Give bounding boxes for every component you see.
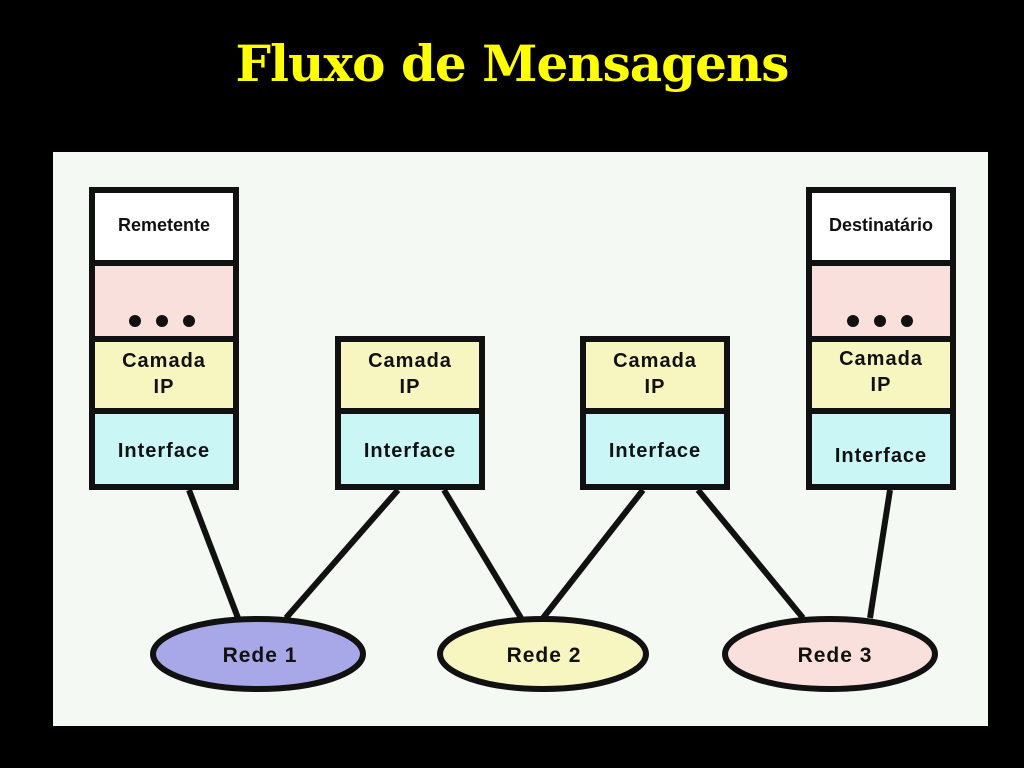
- router2-ip-label-2: IP: [645, 376, 666, 398]
- sender-interface-layer: [95, 414, 233, 484]
- receiver-stack: Destinatário Camada IP Interface: [806, 187, 956, 490]
- connector-lines: [186, 488, 893, 620]
- receiver-ip-label-1: Camada: [839, 348, 923, 370]
- sender-ip-label-1: Camada: [122, 350, 206, 372]
- router1-interface-label: Interface: [364, 440, 456, 462]
- router2-interface-label: Interface: [609, 440, 701, 462]
- receiver-app-layer: [812, 193, 950, 260]
- router2-interface-layer: [586, 414, 724, 484]
- router1-interface-layer: [341, 414, 479, 484]
- receiver-ip-label-2: IP: [871, 374, 892, 396]
- sender-stack: Remetente Camada IP Interface: [89, 187, 239, 490]
- rede1-ellipse: [150, 616, 366, 692]
- link-router2-rede2: [540, 488, 646, 620]
- sender-dots-icon: [129, 315, 195, 327]
- router1-ip-label-1: Camada: [368, 350, 452, 372]
- sender-ip-label-2: IP: [154, 376, 175, 398]
- network-flow-diagram: Remetente Camada IP Interface Camada IP …: [89, 187, 956, 692]
- receiver-interface-label: Interface: [835, 445, 927, 467]
- router2-ip-label-1: Camada: [613, 350, 697, 372]
- diagram-canvas: Remetente Camada IP Interface Camada IP …: [53, 152, 988, 726]
- link-receiver-rede3: [867, 489, 893, 619]
- link-router2-rede3: [695, 488, 806, 620]
- rede1-label: Rede 1: [223, 644, 298, 667]
- rede3-ellipse: [722, 616, 938, 692]
- router2-ip-layer: [586, 342, 724, 408]
- router2-stack: Camada IP Interface: [580, 336, 730, 490]
- rede2-label: Rede 2: [507, 644, 582, 667]
- receiver-dots-icon: [847, 315, 913, 327]
- rede2-ellipse: [437, 616, 649, 692]
- network-rede2: Rede 2: [437, 616, 649, 692]
- sender-app-label: Remetente: [118, 215, 210, 235]
- network-rede1: Rede 1: [150, 616, 366, 692]
- sender-interface-label: Interface: [118, 440, 210, 462]
- rede3-label: Rede 3: [798, 644, 873, 667]
- receiver-app-label: Destinatário: [829, 215, 933, 235]
- receiver-interface-layer: [812, 414, 950, 484]
- router1-ip-label-2: IP: [400, 376, 421, 398]
- sender-ip-layer: [95, 342, 233, 408]
- page-title: Fluxo de Mensagens: [235, 34, 790, 93]
- router1-stack: Camada IP Interface: [335, 336, 485, 490]
- receiver-ip-layer: [812, 342, 950, 408]
- link-router1-rede2: [441, 488, 524, 620]
- router1-ip-layer: [341, 342, 479, 408]
- network-rede3: Rede 3: [722, 616, 938, 692]
- sender-app-layer: [95, 193, 233, 260]
- link-router1-rede1: [283, 488, 401, 620]
- link-sender-rede1: [186, 488, 241, 620]
